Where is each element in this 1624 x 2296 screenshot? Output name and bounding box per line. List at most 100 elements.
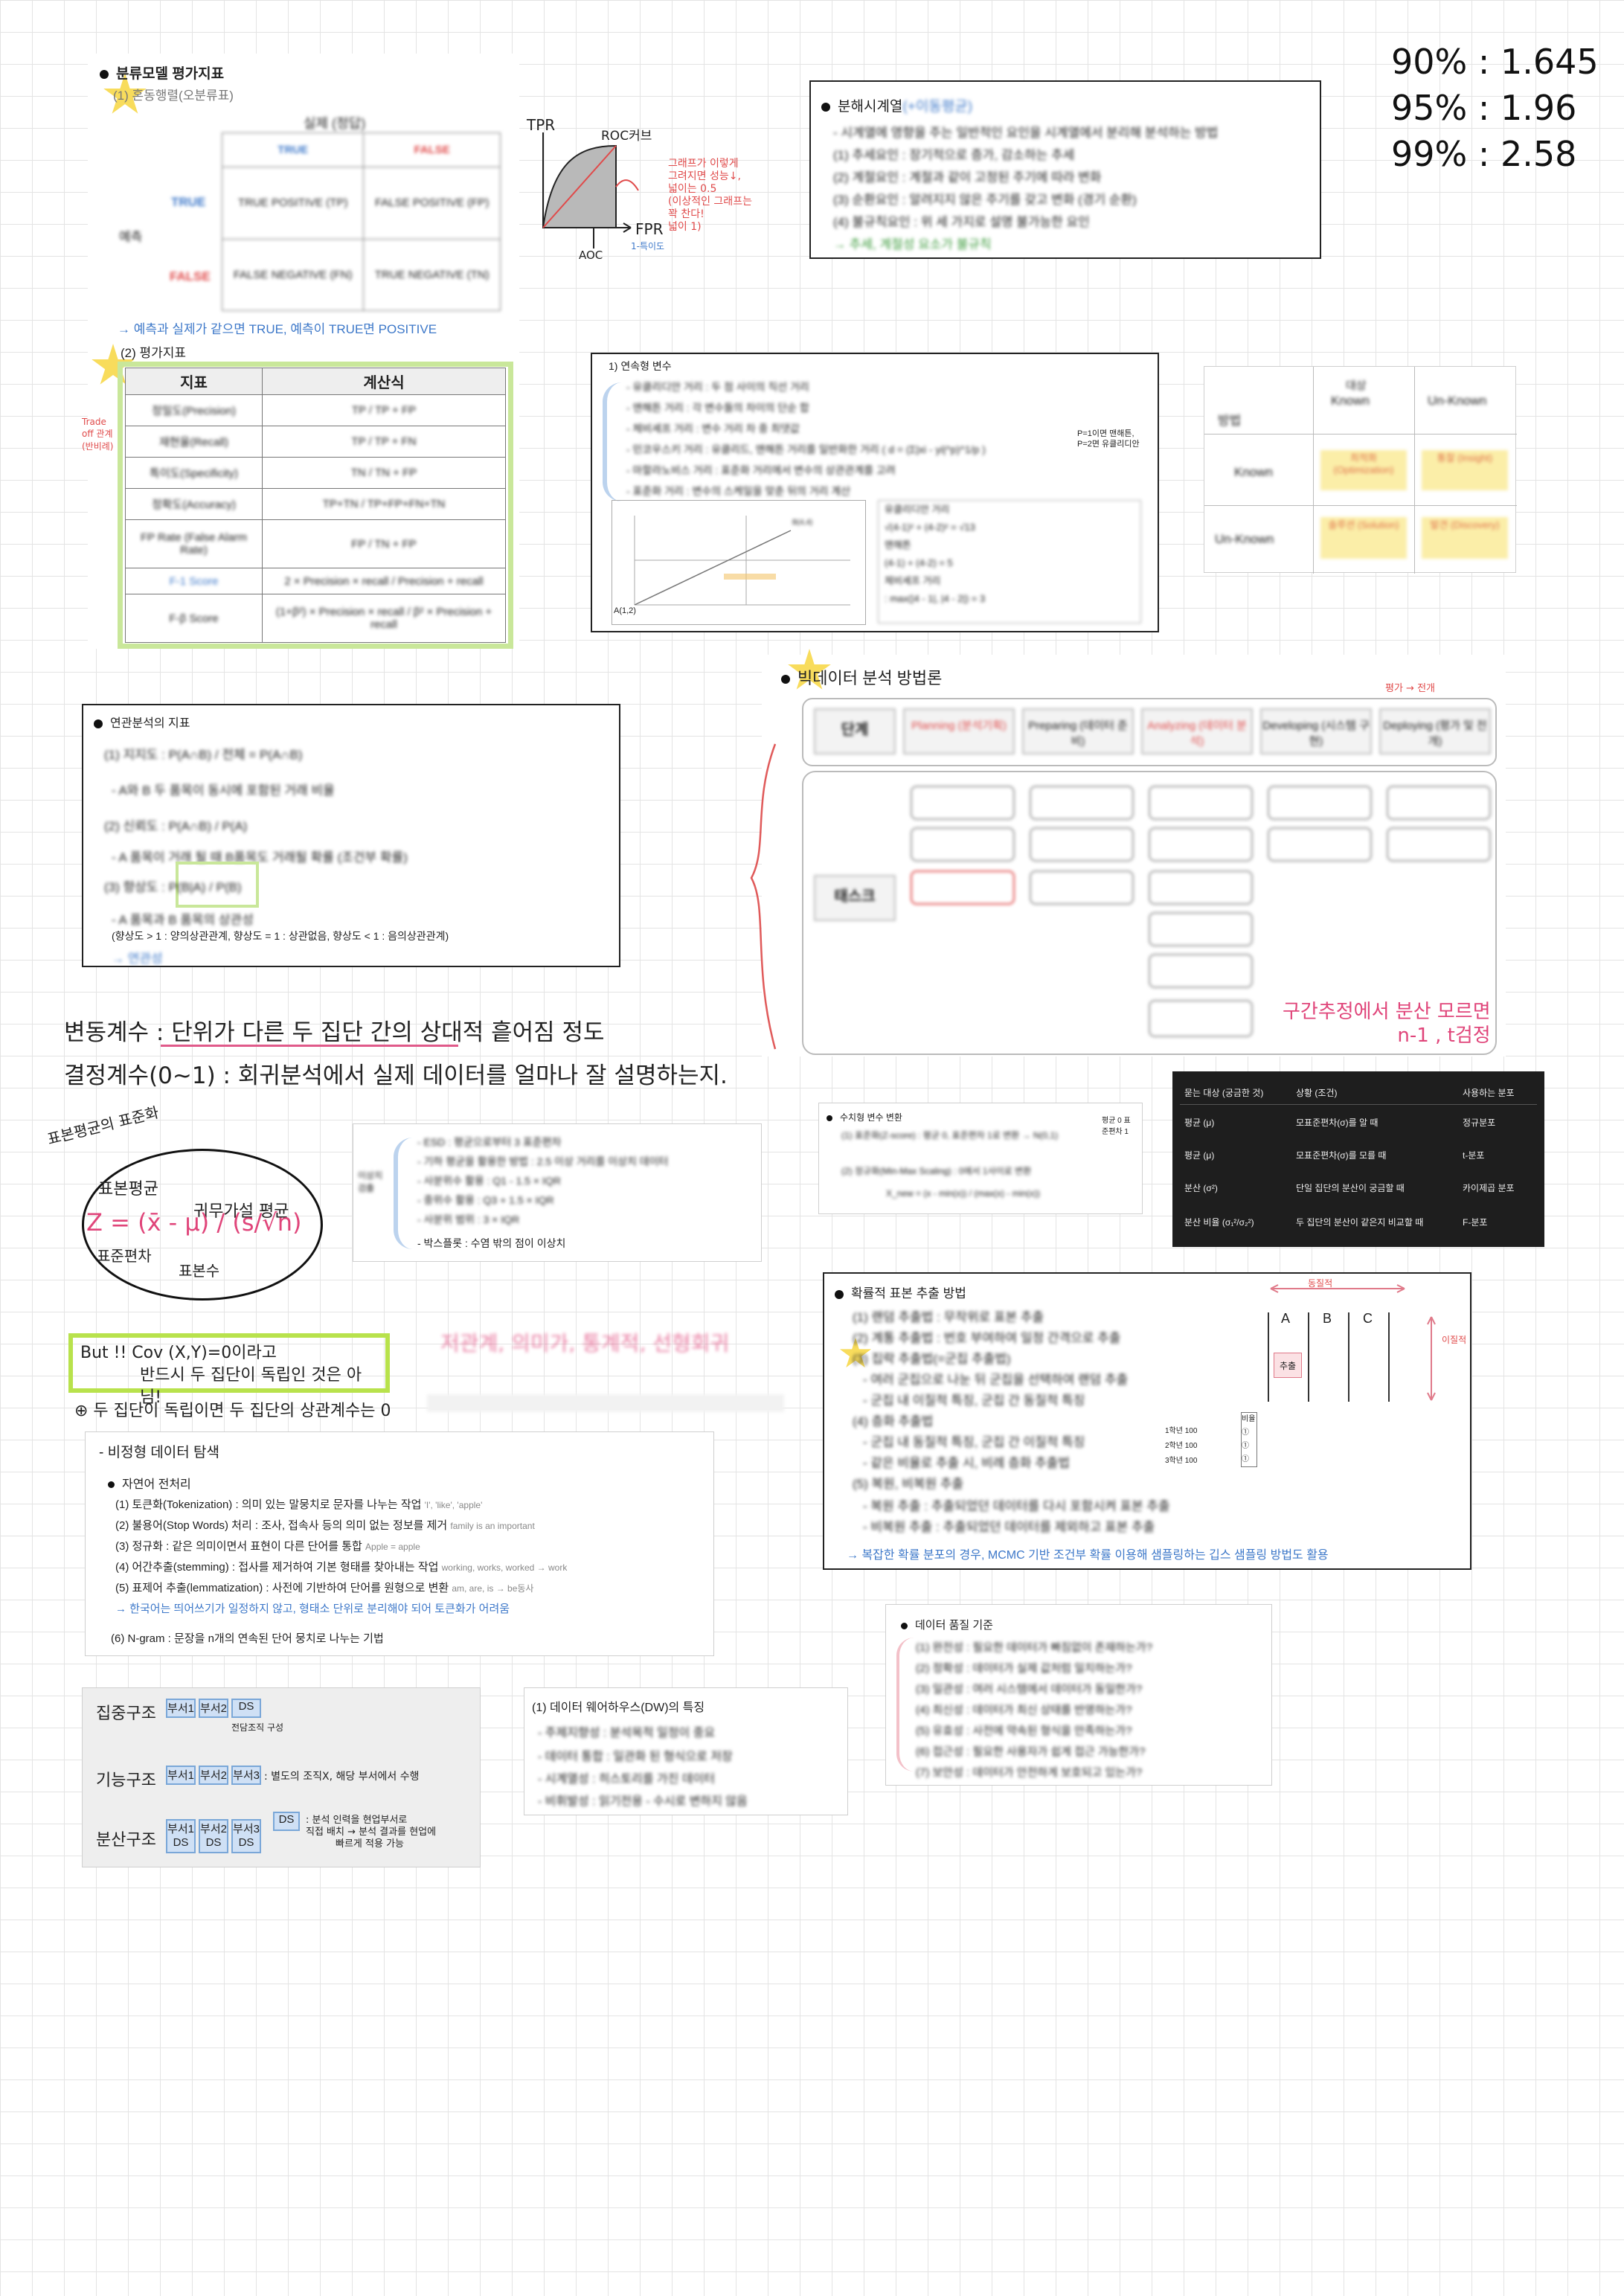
- scaling-formula: X_new = (x - min(x)) / (max(x) - min(x)): [886, 1188, 1040, 1199]
- association-arrow: → 연관성: [112, 952, 163, 966]
- text-preprocess-card: - 비정형 데이터 탐색 자연어 전처리 (1) 토큰화(Tokenizatio…: [85, 1431, 714, 1656]
- dw-item: - 주제지향성 : 분석목적 일정이 중요: [538, 1727, 716, 1739]
- dist-header: 사용하는 분포: [1463, 1088, 1515, 1098]
- task-box: [1030, 786, 1134, 820]
- dept-box: 부서3: [231, 1766, 261, 1785]
- org-distributed-label: 분산구조: [96, 1831, 156, 1850]
- text-item: (2) 불용어(Stop Words) 처리 : 조사, 접속사 등의 의미 없…: [115, 1519, 448, 1532]
- metric-name: F-1 Score: [125, 568, 263, 595]
- matrix-row-unknown: Un-Known: [1215, 532, 1274, 546]
- dist-cell: 모표준편차(σ)를 알 때: [1296, 1117, 1379, 1128]
- dist-divider: [1180, 1104, 1537, 1105]
- text-preprocess-title: - 비정형 데이터 탐색: [99, 1445, 220, 1460]
- metrics-col-calc: 계산식: [261, 368, 507, 395]
- cv-note: 변동계수 : 단위가 다른 두 집단 간의 상대적 흩어짐 정도: [64, 1019, 605, 1046]
- matrix-target: 대상: [1346, 379, 1367, 392]
- org-dist-note-line: 직접 배치 → 분석 결과를 현업에: [306, 1827, 437, 1838]
- z-score-95: 95% : 1.96: [1391, 88, 1577, 128]
- quality-item: (3) 일관성 : 여러 시스템에서 데이터가 동일한가?: [916, 1683, 1143, 1696]
- lift-highlight: [176, 862, 259, 908]
- dept-box: 부서2: [199, 1766, 228, 1785]
- task-label: 태스크: [814, 875, 896, 921]
- cluster-pick: 추출: [1274, 1353, 1302, 1378]
- distance-plot: A(1,2) B(4,4): [612, 500, 866, 625]
- dist-cell: 카이제곱 분포: [1463, 1183, 1515, 1193]
- text-item: (5) 표제어 추출(lemmatization) : 사전에 기반하여 단어를…: [115, 1582, 449, 1594]
- metric-calc: 2 × Precision × recall / Precision + rec…: [261, 568, 507, 595]
- metric-name: 정밀도(Precision): [125, 394, 263, 427]
- sample-size-label: 표본수: [179, 1262, 220, 1280]
- stage-planning: Planning (분석기획): [903, 708, 1015, 754]
- text-item: → 한국어는 띄어쓰기가 일정하지 않고, 형태소 단위로 분리해야 되어 토큰…: [115, 1603, 510, 1615]
- roc-note-line: (이상적인 그래프는: [668, 196, 752, 208]
- bullet-icon: [100, 69, 109, 79]
- roc-card: TPR ROC커브 FPR AOC 1-특이도 그래프가 이렇게 그려지면 성능…: [527, 116, 772, 265]
- methodology-bracket: [750, 743, 777, 1050]
- metric-calc: TN / TN + FP: [261, 457, 507, 490]
- distribution-table-card: 묻는 대상 (궁금한 것) 상황 (조건) 사용하는 분포 평균 (μ) 모표준…: [1172, 1071, 1544, 1247]
- quality-item: (6) 접근성 : 필요한 사용자가 쉽게 접근 가능한가?: [916, 1745, 1146, 1758]
- dist-header: 상황 (조건): [1296, 1088, 1338, 1098]
- roc-fpr: FPR: [635, 220, 664, 238]
- confusion-matrix-subtitle: (1) 혼동행렬(오분류표): [113, 89, 234, 103]
- scaling-line: (2) 정규화(Min-Max Scaling) : 0에서 1사이로 변환: [841, 1166, 1032, 1176]
- ds-label: DS: [173, 1836, 189, 1849]
- minkowski-side-note: P=1이면 맨해튼, P=2면 유클리디안: [1077, 429, 1140, 449]
- dw-item: - 시계열성 : 히스토리를 가진 데이터: [538, 1773, 716, 1786]
- bullet-icon: [94, 719, 103, 728]
- text-preprocess-sub: 자연어 전처리: [122, 1478, 191, 1491]
- task-box: [1387, 786, 1491, 820]
- association-lift-desc: - A 품목과 B 품목의 상관성: [112, 913, 254, 927]
- metric-calc: (1+β²) × Precision × recall / β² × Preci…: [261, 594, 507, 643]
- sampling-item: - 같은 비율로 추출 시, 비례 층화 추출법: [863, 1456, 1071, 1470]
- scaling-side-note: 평균 0 표준편차 1: [1102, 1117, 1131, 1136]
- scaling-line: (1) 표준화(Z-score) : 평균 0, 표준편차 1로 변환 → N(…: [841, 1130, 1059, 1141]
- dept-box: 부서2: [199, 1699, 228, 1718]
- bullet-icon: [901, 1622, 908, 1629]
- quality-item: (2) 정확성 : 데이터가 실제 값처럼 일치하는가?: [916, 1662, 1132, 1675]
- z-formula: Z = (x̄ - μ) / (s/√n): [86, 1208, 302, 1237]
- dist-cell: t-분포: [1463, 1150, 1485, 1161]
- outlier-item: - 중위수 활용 : Q3 + 1.5 × IQR: [417, 1194, 554, 1206]
- tasks-frame: [802, 771, 1497, 1055]
- association-lift-values: (향상도 > 1 : 양의상관관계, 향상도 = 1 : 상관없음, 향상도 <…: [112, 930, 449, 942]
- metric-name: FP Rate (False Alarm Rate): [125, 519, 263, 569]
- point-b: B(4,4): [792, 519, 813, 527]
- dept-box: 부서1: [166, 1766, 196, 1785]
- dist-cell: F-분포: [1463, 1217, 1488, 1228]
- grade-line: 3학년 100: [1165, 1457, 1198, 1465]
- timeseries-item: (2) 계절요인 : 계절과 같이 고정된 주기에 따라 변화: [833, 170, 1102, 185]
- cell-tn: TRUE NEGATIVE (TN): [363, 238, 501, 311]
- cluster-col-c: C: [1363, 1311, 1373, 1326]
- matrix-cell-solution: 솔루션 (Solution): [1320, 517, 1407, 559]
- quality-item: (7) 보안성 : 데이터가 안전하게 보호되고 있는가?: [916, 1766, 1143, 1779]
- roc-curve-label: ROC커브: [601, 129, 652, 144]
- methodology-note: 구간추정에서 분산 모르면 n-1 , t검정: [1283, 1000, 1491, 1048]
- stages-frame: [802, 698, 1497, 766]
- sample-mean-label: 표본평균: [98, 1180, 158, 1199]
- matrix-col-unknown: Un-Known: [1428, 394, 1487, 408]
- bullet-icon: [827, 1115, 832, 1121]
- sampling-item: - 여러 군집으로 나눈 뒤 군집을 선택하여 랜덤 추출: [863, 1373, 1129, 1387]
- metric-name: F-β Score: [125, 594, 263, 643]
- distance-plot-svg: [634, 516, 850, 606]
- task-box: [1268, 827, 1372, 862]
- dist-cell: 두 집단의 분산이 같은지 비교할 때: [1296, 1217, 1424, 1228]
- actual-true: TRUE: [221, 132, 365, 167]
- grade-line: 1학년 100: [1165, 1427, 1198, 1435]
- roc-spec: 1-특이도: [631, 241, 665, 251]
- association-confidence: (2) 신뢰도 : P(A∩B) / P(A): [104, 819, 248, 833]
- metric-calc: FP / TN + FP: [261, 519, 507, 569]
- cluster-col-b: B: [1323, 1311, 1332, 1326]
- sampling-item: (4) 층화 추출법: [853, 1414, 934, 1428]
- cluster-diagram: [1270, 1284, 1405, 1293]
- metric-calc: TP / TP + FP: [261, 394, 507, 427]
- task-box: [911, 827, 1015, 862]
- task-box: [911, 786, 1015, 820]
- analysis-matrix-card: 대상 방법 Known Un-Known Known Un-Known 최적화 …: [1204, 366, 1517, 574]
- distance-calc-line: : max(|4 - 1|, |4 - 2|) = 3: [885, 593, 986, 604]
- sampling-item: - 군집 내 이질적 특징, 군집 간 동질적 특징: [863, 1394, 1085, 1408]
- cluster-col-a: A: [1281, 1311, 1291, 1326]
